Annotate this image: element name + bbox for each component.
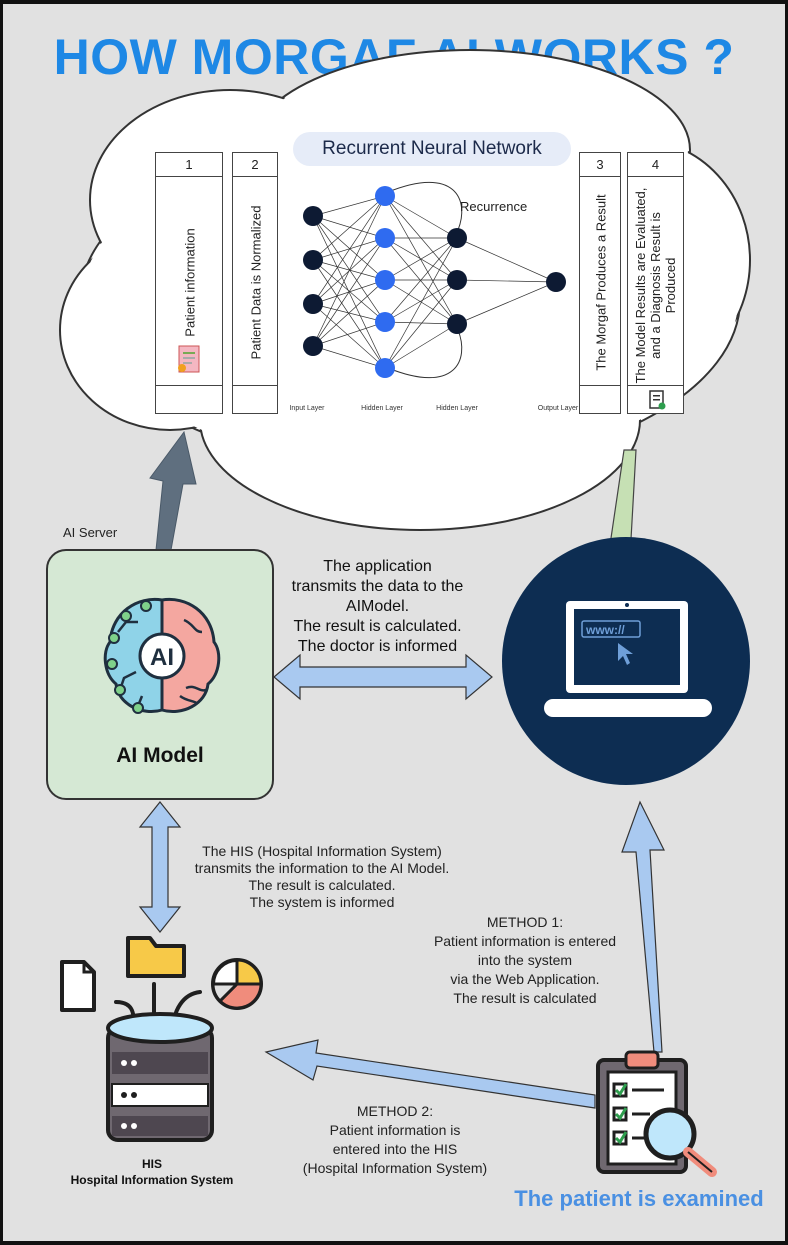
nn-connection (312, 259, 386, 281)
nn-connection (384, 237, 458, 325)
web-application-laptop: www:// (502, 537, 750, 785)
nn-connection (312, 303, 386, 369)
patient-examined-label: The patient is examined (514, 1186, 764, 1211)
nn-connection (312, 279, 386, 347)
step-column-4: 4 The Model Results are Evaluated, and a… (627, 152, 684, 414)
nn-connection (384, 237, 458, 323)
nn-connection (312, 259, 386, 323)
recurrence-arrow (387, 181, 463, 231)
nn-connection (312, 237, 386, 347)
step-column-3: 3 The Morgaf Produces a Result (579, 152, 621, 414)
nn-node-layer-2 (375, 312, 395, 332)
folder-icon (126, 936, 186, 978)
nn-node-layer-2 (375, 270, 395, 290)
nn-connection (312, 215, 386, 323)
layer-label-output: Output Layer (538, 405, 579, 412)
nn-node-layer-2 (375, 186, 395, 206)
method1-text: METHOD 1: Patient information is entered… (433, 914, 617, 1006)
nn-node-layer-2 (375, 358, 395, 378)
recurrence-label: Recurrence (460, 199, 527, 214)
app-flow-text: The application transmits the data to th… (291, 558, 464, 655)
url-text: www:// (585, 623, 625, 637)
nn-node-layer-3 (447, 270, 467, 290)
his-database-icon (60, 936, 263, 1142)
pie-chart-icon (211, 958, 263, 1010)
nn-connection (384, 279, 458, 323)
nn-connection (312, 259, 386, 369)
diagnosis-report-icon (649, 390, 666, 410)
arrow-ai-his (138, 801, 182, 933)
nn-node-layer-1 (303, 250, 323, 270)
arrow-ai-laptop (273, 653, 493, 701)
nn-node-layer-4 (546, 272, 566, 292)
arrow-method1 (621, 800, 665, 1053)
nn-connection (456, 279, 557, 283)
database-cylinder (106, 1012, 214, 1142)
arrow-to-cloud (149, 430, 197, 551)
nn-connection (456, 237, 557, 283)
nn-connection (312, 195, 386, 305)
nn-connection (312, 345, 386, 369)
neural-network-diagram: Recurrence Input Layer Hidden Layer Hidd… (289, 181, 579, 412)
his-label: HIS Hospital Information System (70, 1157, 234, 1187)
nn-connection (384, 237, 458, 281)
step-number-3: 3 (580, 153, 620, 177)
ai-brain-icon: AI (103, 597, 221, 714)
clipboard-exam-icon (596, 1050, 717, 1177)
nn-connection (312, 237, 386, 261)
nn-connection (384, 323, 458, 369)
nn-connection (384, 279, 458, 325)
rnn-title: Recurrent Neural Network (293, 132, 571, 166)
nn-node-layer-1 (303, 336, 323, 356)
nn-connection (312, 195, 386, 261)
nn-connection (312, 215, 386, 281)
step-number-4: 4 (628, 153, 683, 177)
nn-connection (456, 281, 557, 325)
step-number-1: 1 (156, 153, 222, 177)
nn-connection (312, 195, 386, 347)
layer-label-input: Input Layer (289, 405, 325, 412)
layer-label-hidden-1: Hidden Layer (361, 405, 403, 412)
document-icon (60, 960, 96, 1012)
arrow-method2 (264, 1039, 596, 1109)
nn-connection (384, 195, 458, 325)
nn-connection (384, 321, 458, 325)
nn-node-layer-3 (447, 228, 467, 248)
ai-server-label: AI Server (63, 525, 118, 540)
nn-connection (384, 237, 458, 369)
cursor-icon (618, 643, 633, 665)
step-number-2: 2 (233, 153, 277, 177)
nn-connection (312, 215, 386, 239)
nn-node-layer-1 (303, 206, 323, 226)
his-flow-text: The HIS (Hospital Information System) tr… (194, 843, 450, 910)
nn-node-layer-1 (303, 294, 323, 314)
patient-record-icon (178, 345, 200, 373)
layer-label-hidden-2: Hidden Layer (436, 405, 478, 412)
nn-node-layer-3 (447, 314, 467, 334)
method2-text: METHOD 2: Patient information is entered… (302, 1103, 488, 1176)
nn-node-layer-2 (375, 228, 395, 248)
nn-connection (312, 195, 386, 217)
step-column-2: 2 Patient Data is Normalized (232, 152, 278, 414)
nn-connection (384, 195, 458, 239)
nn-connection (312, 321, 386, 347)
nn-connection (384, 279, 458, 369)
ai-model-label: AI Model (116, 744, 204, 767)
step-column-1: 1 Patient information (155, 152, 223, 414)
ai-badge: AI (150, 644, 174, 671)
